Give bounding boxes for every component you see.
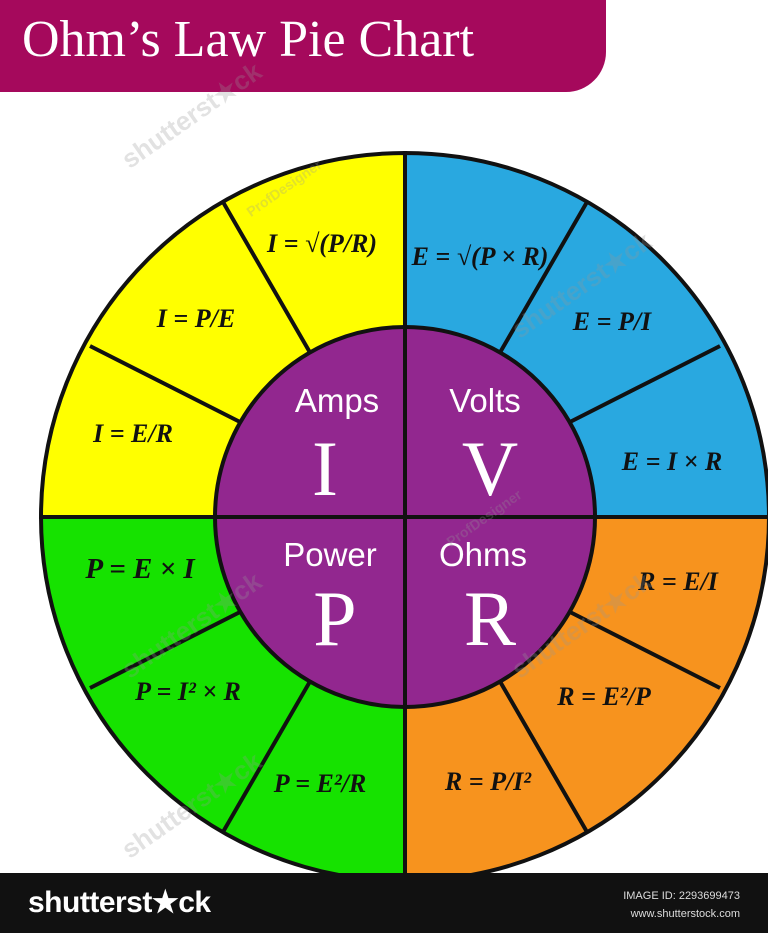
ohms-formula-1: R = E/I — [637, 567, 719, 596]
volts-formula-2: E = P/I — [572, 307, 652, 336]
volts-formula-3: E = I × R — [621, 447, 722, 476]
amps-label: Amps — [295, 382, 379, 419]
volts-symbol: V — [462, 425, 518, 512]
amps-formula-2: I = P/E — [156, 304, 235, 333]
sector-dividers — [89, 200, 721, 834]
amps-formula-1: I = √(P/R) — [266, 229, 377, 258]
ohms-formula-3: R = P/I² — [444, 767, 532, 796]
volts-formula-1: E = √(P × R) — [411, 242, 549, 271]
power-symbol: P — [313, 575, 356, 662]
ohms-formula-2: R = E²/P — [556, 682, 652, 711]
title-banner: Ohm’s Law Pie Chart — [0, 0, 606, 92]
footer-image-id: IMAGE ID: 2293699473 — [623, 890, 740, 902]
ohms-law-wheel: Amps I Volts V Power P Ohms R I = √(P/R)… — [38, 150, 768, 873]
power-formula-3: P = E²/R — [273, 769, 366, 798]
power-label: Power — [283, 536, 377, 573]
amps-formula-3: I = E/R — [92, 419, 173, 448]
power-formula-2: P = I² × R — [134, 677, 241, 706]
page-title: Ohm’s Law Pie Chart — [22, 11, 475, 68]
power-formula-1: P = E × I — [84, 553, 196, 585]
ohms-label: Ohms — [439, 536, 527, 573]
footer-brand: shutterst★ck — [28, 886, 211, 919]
amps-symbol: I — [312, 425, 338, 512]
volts-label: Volts — [449, 382, 521, 419]
stock-footer: shutterst★ck IMAGE ID: 2293699473 www.sh… — [0, 873, 768, 933]
footer-site: www.shutterstock.com — [630, 908, 740, 920]
ohms-symbol: R — [464, 575, 516, 662]
